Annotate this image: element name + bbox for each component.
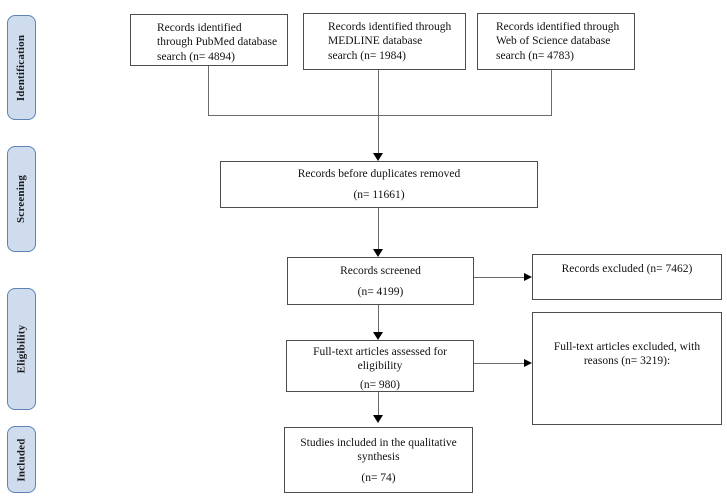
stage-included-label: Included (15, 437, 28, 482)
box-qualitative-included: Studies included in the qualitative synt… (284, 427, 473, 493)
stage-eligibility-label: Eligibility (15, 324, 28, 374)
arrowhead-to-duplicates (373, 153, 383, 161)
stage-screening-label: Screening (15, 174, 28, 224)
stage-screening: Screening (7, 146, 36, 252)
connector-merge-to-duplicates (378, 70, 379, 154)
box-records-screened: Records screened (n= 4199) (287, 257, 474, 305)
arrowhead-to-fulltext-excluded (524, 359, 532, 367)
box-qualitative-included-count: (n= 74) (361, 471, 396, 484)
connector-fulltext-to-excluded (474, 363, 525, 364)
box-web-of-science-records: Records identified through Web of Scienc… (477, 13, 635, 70)
box-duplicates-removed: Records before duplicates removed (n= 11… (220, 161, 538, 208)
stage-identification-label: Identification (15, 34, 28, 101)
arrowhead-to-screened (373, 249, 383, 257)
box-records-screened-title: Records screened (340, 265, 421, 277)
box-fulltext-assessed-count: (n= 980) (359, 378, 401, 391)
connector-wos-drop (551, 70, 552, 115)
connector-pubmed-drop (208, 66, 209, 115)
box-records-screened-count: (n= 4199) (357, 286, 404, 299)
box-qualitative-included-title: Studies included in the qualitative synt… (300, 437, 457, 464)
connector-merge-horizontal (208, 115, 552, 116)
box-fulltext-assessed: Full-text articles assessed for eligibil… (286, 340, 474, 392)
connector-duplicates-to-screened (378, 208, 379, 250)
box-duplicates-removed-title: Records before duplicates removed (297, 168, 461, 180)
arrowhead-to-included (373, 415, 383, 423)
connector-screened-to-excluded (474, 277, 525, 278)
box-pubmed-records: Records identified through PubMed databa… (130, 14, 288, 66)
stage-identification: Identification (7, 15, 36, 120)
box-medline-records: Records identified through MEDLINE datab… (303, 13, 466, 70)
box-fulltext-assessed-title: Full-text articles assessed for eligibil… (313, 346, 447, 373)
box-records-excluded: Records excluded (n= 7462) (532, 254, 722, 300)
connector-fulltext-to-included (378, 392, 379, 416)
stage-eligibility: Eligibility (7, 288, 36, 410)
box-fulltext-excluded: Full-text articles excluded, with reason… (532, 312, 722, 425)
stage-included: Included (7, 426, 36, 493)
box-duplicates-removed-count: (n= 11661) (353, 189, 405, 202)
connector-screened-to-fulltext (378, 305, 379, 333)
arrowhead-to-fulltext (373, 332, 383, 340)
arrowhead-to-records-excluded (524, 273, 532, 281)
